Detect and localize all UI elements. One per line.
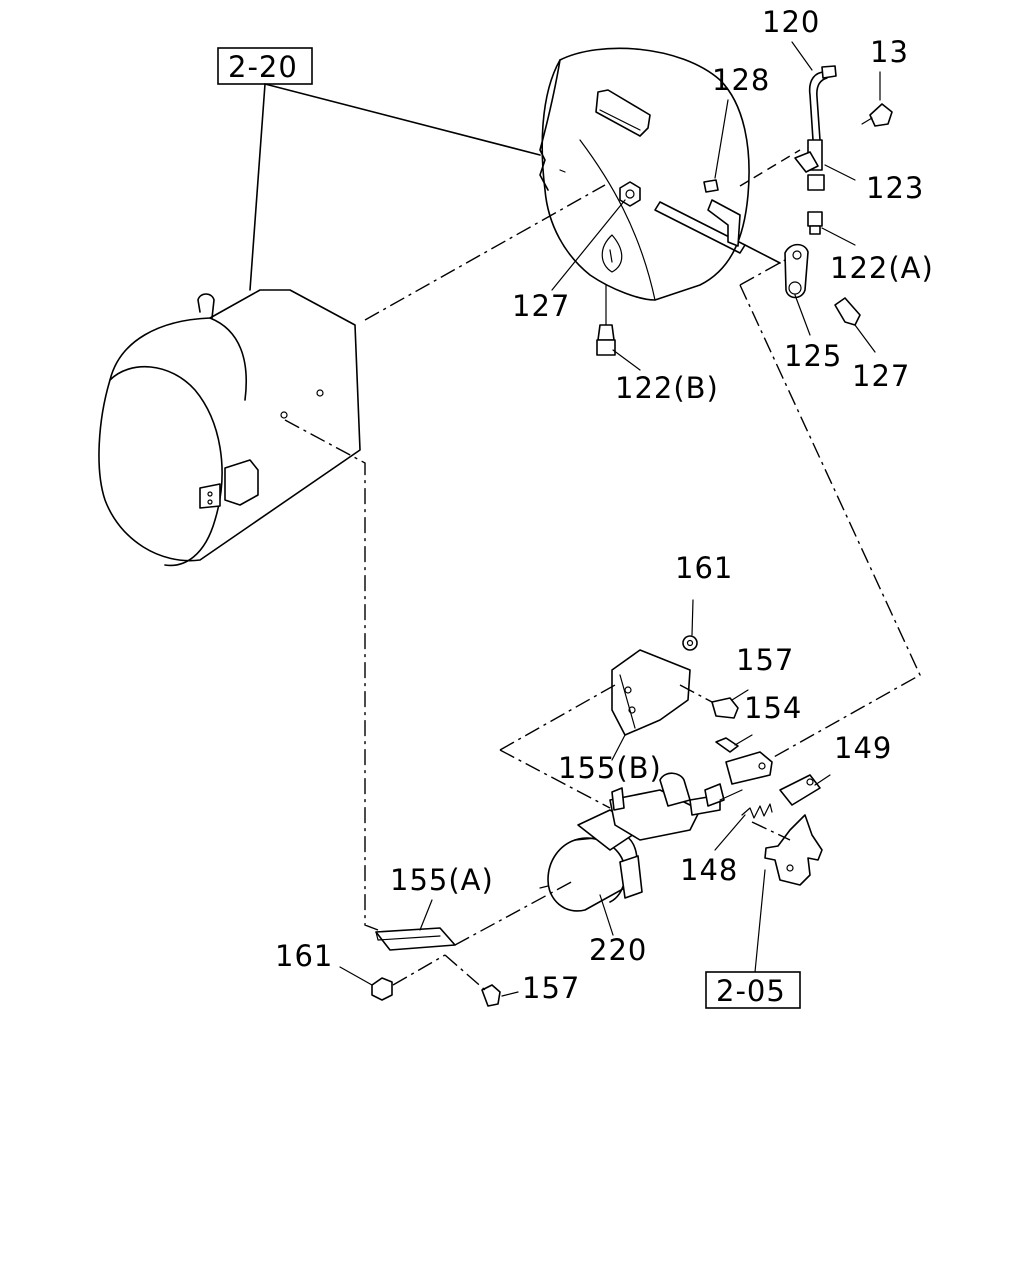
label-125: 125 [784, 339, 842, 373]
label-155a: 155(A) [390, 863, 494, 897]
reference-2-05[interactable]: 2-05 [705, 971, 801, 1009]
label-155b: 155(B) [558, 751, 662, 785]
reference-2-05-label: 2-05 [716, 974, 786, 1008]
label-149: 149 [834, 731, 892, 765]
pipe-assembly-icon [794, 65, 893, 191]
label-127-right: 127 [852, 359, 910, 393]
label-123: 123 [866, 171, 924, 205]
label-161-bottom: 161 [275, 939, 333, 973]
clutch-housing-icon [539, 47, 861, 356]
reference-2-20[interactable]: 2-20 [217, 47, 313, 85]
label-148: 148 [680, 853, 738, 887]
label-122a: 122(A) [830, 251, 934, 285]
label-154: 154 [744, 691, 802, 725]
label-128: 128 [712, 63, 770, 97]
reference-2-20-label: 2-20 [228, 50, 298, 84]
label-157-bottom: 157 [522, 971, 580, 1005]
label-220: 220 [589, 933, 647, 967]
label-120: 120 [762, 5, 820, 39]
label-122b: 122(B) [615, 371, 719, 405]
label-127-left: 127 [512, 289, 570, 323]
label-157-top: 157 [736, 643, 794, 677]
label-161-top: 161 [675, 551, 733, 585]
transmission-housing-icon [98, 289, 361, 567]
clutch-booster-icon [371, 635, 823, 1007]
label-13: 13 [870, 35, 909, 69]
